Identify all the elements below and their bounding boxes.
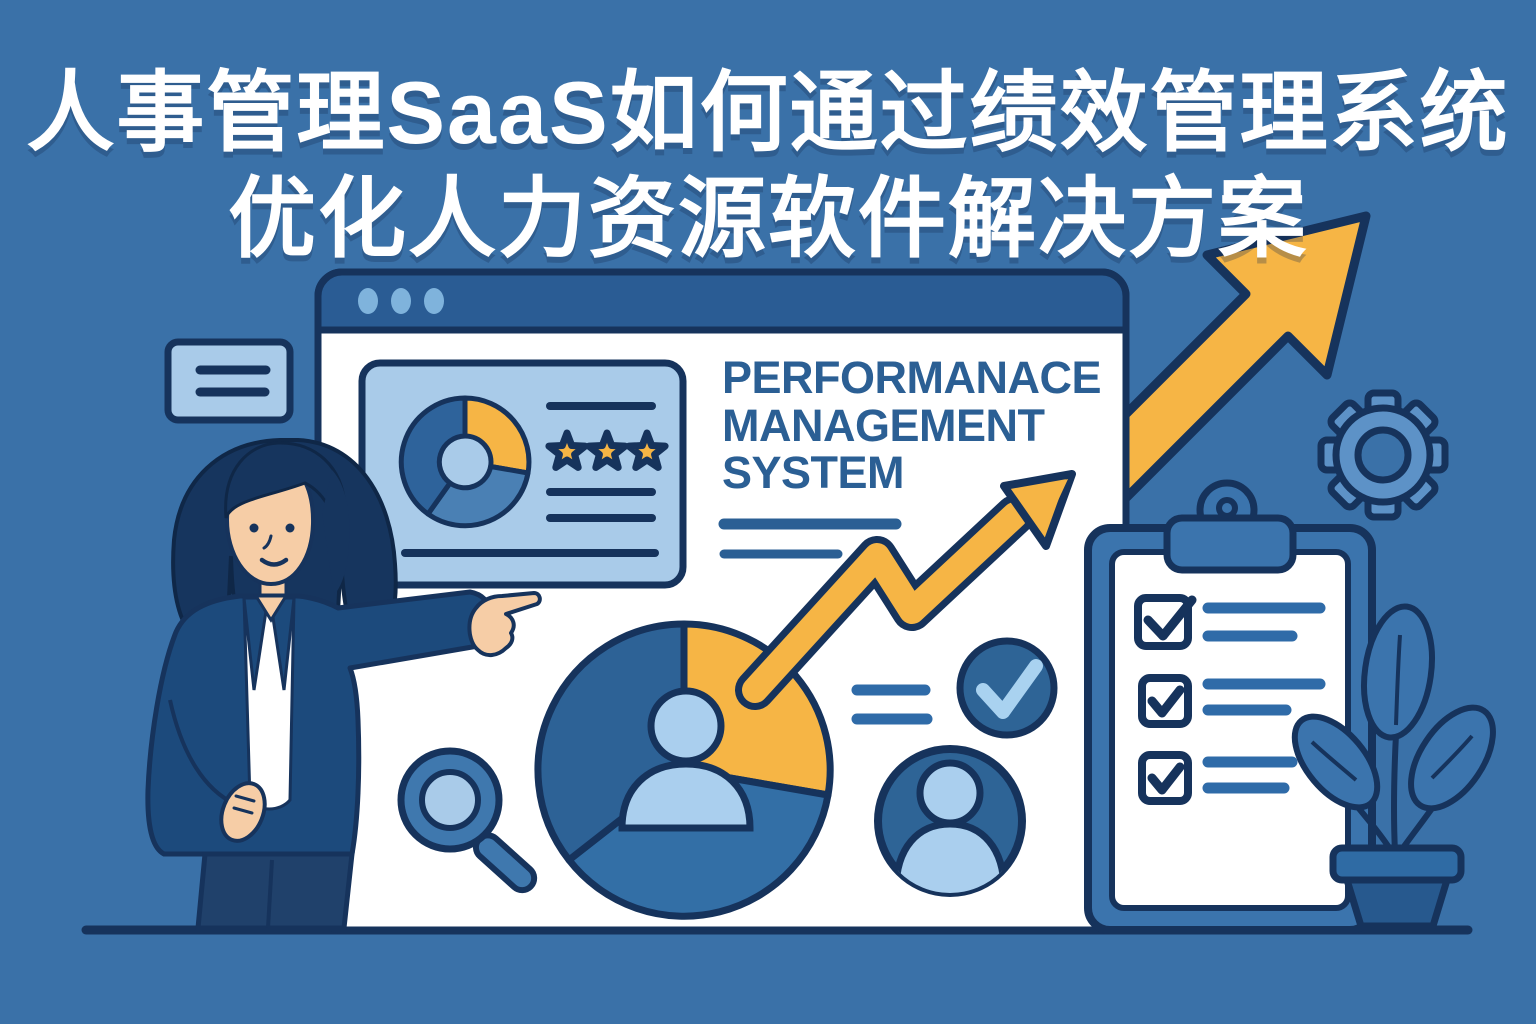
zigzag-growth-arrow-icon (735, 470, 1076, 710)
screen-text-lines (851, 684, 933, 725)
star-rating-icon (545, 429, 669, 471)
plant-pot (1342, 876, 1452, 930)
browser-dots-icon (358, 288, 444, 314)
checkmark-icon (1147, 685, 1185, 718)
pants-crease (266, 859, 274, 929)
collar (253, 594, 289, 623)
heading-underlines (718, 518, 902, 559)
pointing-hand (467, 591, 542, 657)
screen-heading-line1: PERFORMANACE (722, 352, 1102, 403)
headline-line2: 优化人力资源软件解决方案 (227, 169, 1308, 268)
pants (195, 851, 355, 931)
checklist-item (1138, 674, 1326, 728)
dashboard-card (358, 359, 687, 589)
avatar-icon (874, 745, 1026, 897)
screen-heading: PERFORMANACE MANAGEMENT SYSTEM (722, 352, 1102, 499)
left-hand (219, 781, 267, 843)
screen-heading-line3: SYSTEM (722, 447, 905, 499)
magnifier-icon (397, 747, 538, 894)
face-features (249, 523, 295, 567)
donut-chart-icon (398, 395, 532, 529)
card-text-lines (401, 402, 659, 557)
checklist-item (1138, 751, 1298, 805)
plant-icon (1291, 603, 1496, 930)
check-circle-icon (956, 637, 1058, 739)
person-icon (618, 687, 754, 832)
browser-header (314, 268, 1130, 334)
checkbox-icon (1134, 594, 1192, 650)
checklist-item (1134, 594, 1326, 650)
checkmark-icon (1147, 762, 1185, 795)
gear-icon (1317, 389, 1449, 521)
hair-lock (322, 470, 350, 594)
screen-heading-line2: MANAGEMENT (722, 399, 1045, 451)
note-card-icon (164, 338, 294, 424)
presenter-woman (145, 438, 542, 931)
headline-line1: 人事管理SaaS如何通过绩效管理系统 (26, 63, 1510, 162)
clipboard-checklist (1084, 479, 1376, 934)
checkmark-icon (1143, 595, 1197, 641)
clipboard-clip (1163, 514, 1297, 574)
plant-pot-rim (1329, 844, 1465, 884)
